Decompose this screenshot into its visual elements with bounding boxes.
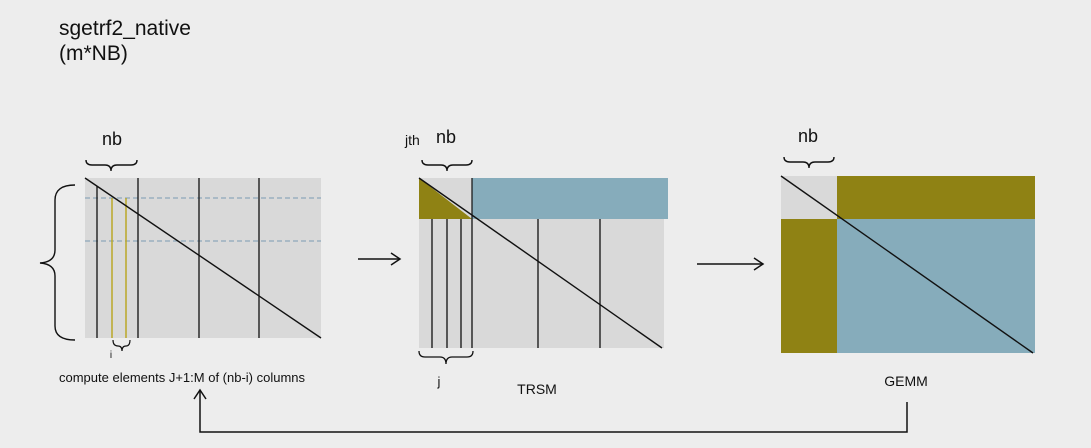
panel2-matrix <box>418 177 668 349</box>
title-line-1: sgetrf2_native <box>59 17 191 40</box>
panel1-nb-brace <box>85 159 138 172</box>
panel2-jth-label: jth <box>404 132 420 148</box>
panel3-row-panel <box>837 176 1035 219</box>
title-line-2: (m*NB) <box>59 42 128 65</box>
panel3-caption: GEMM <box>884 373 928 389</box>
arrow-right-icon <box>697 257 765 271</box>
panel3-column-panel <box>781 219 837 353</box>
panel3-nb-brace <box>783 156 835 169</box>
arrow-right-icon <box>358 252 402 266</box>
loop-back-arrow <box>193 388 908 433</box>
panel3-diagonal <box>780 175 1034 354</box>
panel1-i-label: i <box>110 350 112 361</box>
panel1-diagonal <box>84 177 322 339</box>
panel2-lower-triangle <box>419 178 472 219</box>
panel1-matrix <box>84 177 322 339</box>
arrow-up-icon <box>193 388 207 400</box>
panel3-matrix <box>780 175 1035 354</box>
panel1-row-brace <box>39 184 76 341</box>
panel1-caption: compute elements J+1:M of (nb-i) columns <box>59 370 306 385</box>
panel2-trsm-row-block <box>472 178 668 219</box>
panel2-nb-label: nb <box>436 127 456 147</box>
panel2-j-brace <box>418 350 474 365</box>
panel2-nb-brace <box>421 159 473 172</box>
panel3-nb-label: nb <box>798 126 818 146</box>
panel2-caption: TRSM <box>517 381 557 397</box>
panel2-j-label: j <box>437 374 441 389</box>
panel1-nb-label: nb <box>102 129 122 149</box>
diagram-title: sgetrf2_native (m*NB) <box>59 16 191 66</box>
panel1-i-brace <box>112 339 131 352</box>
panel2-diagonal <box>418 177 663 349</box>
